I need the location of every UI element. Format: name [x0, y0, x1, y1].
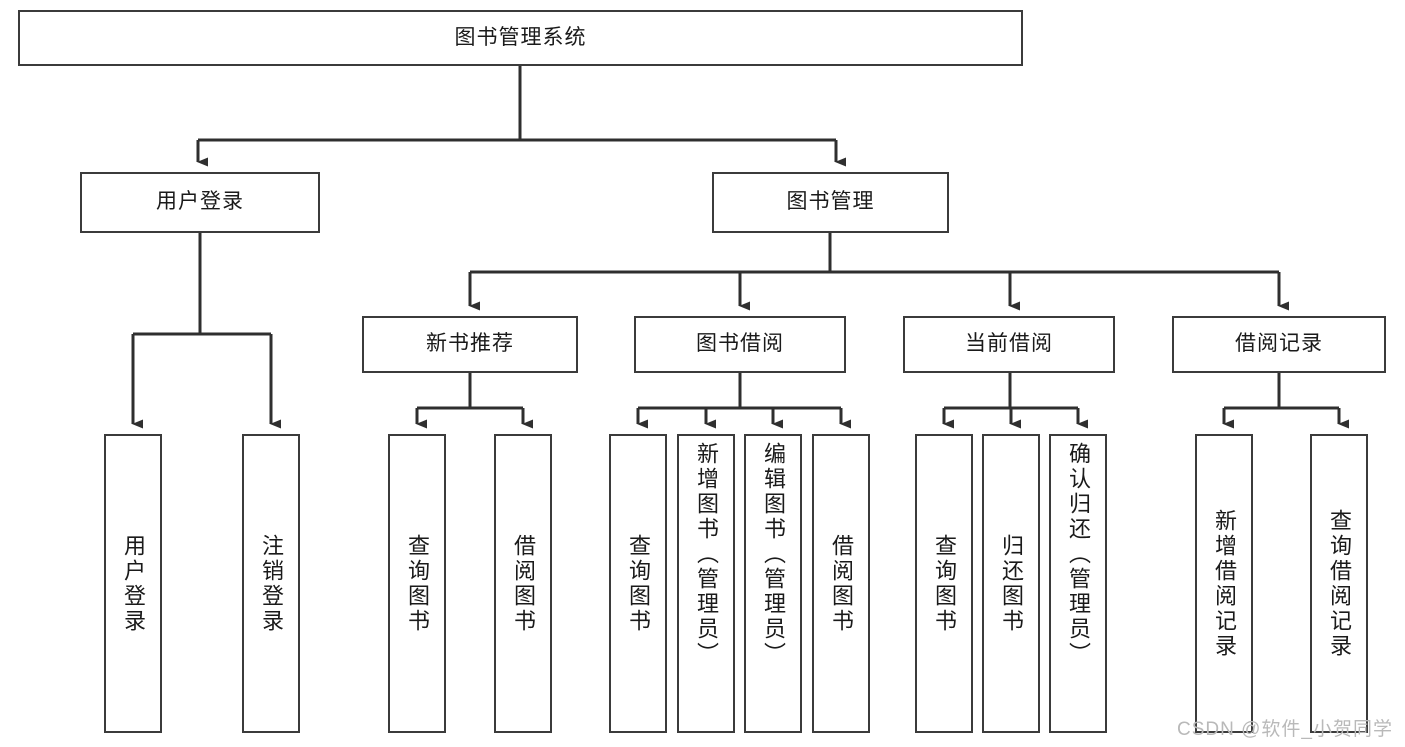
leaf-book-borrow-2[interactable]: 新增图书（管理员） — [677, 434, 735, 733]
node-user-login[interactable]: 用户登录 — [80, 172, 320, 233]
node-book-management-label: 图书管理 — [786, 190, 875, 214]
leaf-current-borrow-2-label: 归还图书 — [999, 533, 1024, 634]
leaf-user-login-1[interactable]: 用户登录 — [104, 434, 162, 733]
leaf-book-borrow-3-label: 编辑图书（管理员） — [761, 442, 786, 667]
node-book-borrow[interactable]: 图书借阅 — [634, 316, 846, 373]
leaf-book-borrow-4[interactable]: 借阅图书 — [812, 434, 870, 733]
node-book-borrow-label: 图书借阅 — [696, 332, 784, 356]
leaf-user-login-2[interactable]: 注销登录 — [242, 434, 300, 733]
watermark: CSDN @软件_小贺同学 — [1177, 719, 1393, 740]
leaf-current-borrow-2[interactable]: 归还图书 — [982, 434, 1040, 733]
leaf-current-borrow-1[interactable]: 查询图书 — [915, 434, 973, 733]
node-user-login-label: 用户登录 — [156, 190, 244, 214]
node-root-system-label: 图书管理系统 — [454, 25, 587, 49]
leaf-current-borrow-3-label: 确认归还（管理员） — [1066, 442, 1091, 667]
leaf-book-borrow-3[interactable]: 编辑图书（管理员） — [744, 434, 802, 733]
leaf-user-login-2-label: 注销登录 — [259, 533, 284, 634]
leaf-current-borrow-3[interactable]: 确认归还（管理员） — [1049, 434, 1107, 733]
leaf-book-borrow-4-label: 借阅图书 — [829, 533, 854, 634]
node-root-system[interactable]: 图书管理系统 — [18, 10, 1023, 66]
leaf-borrow-record-1-label: 新增借阅记录 — [1212, 508, 1237, 659]
node-book-management[interactable]: 图书管理 — [712, 172, 949, 233]
leaf-borrow-record-2-label: 查询借阅记录 — [1327, 508, 1352, 659]
leaf-new-book-2[interactable]: 借阅图书 — [494, 434, 552, 733]
node-current-borrow-label: 当前借阅 — [965, 332, 1053, 356]
node-borrow-record[interactable]: 借阅记录 — [1172, 316, 1386, 373]
node-borrow-record-label: 借阅记录 — [1235, 332, 1323, 356]
node-current-borrow[interactable]: 当前借阅 — [903, 316, 1115, 373]
leaf-current-borrow-1-label: 查询图书 — [932, 533, 957, 634]
leaf-new-book-2-label: 借阅图书 — [511, 533, 536, 634]
leaf-book-borrow-1[interactable]: 查询图书 — [609, 434, 667, 733]
leaf-borrow-record-1[interactable]: 新增借阅记录 — [1195, 434, 1253, 733]
leaf-book-borrow-2-label: 新增图书（管理员） — [694, 442, 719, 667]
leaf-borrow-record-2[interactable]: 查询借阅记录 — [1310, 434, 1368, 733]
leaf-new-book-1[interactable]: 查询图书 — [388, 434, 446, 733]
leaf-new-book-1-label: 查询图书 — [405, 533, 430, 634]
leaf-user-login-1-label: 用户登录 — [121, 533, 146, 634]
leaf-book-borrow-1-label: 查询图书 — [626, 533, 651, 634]
node-new-book-recommend[interactable]: 新书推荐 — [362, 316, 578, 373]
node-new-book-recommend-label: 新书推荐 — [426, 332, 514, 356]
